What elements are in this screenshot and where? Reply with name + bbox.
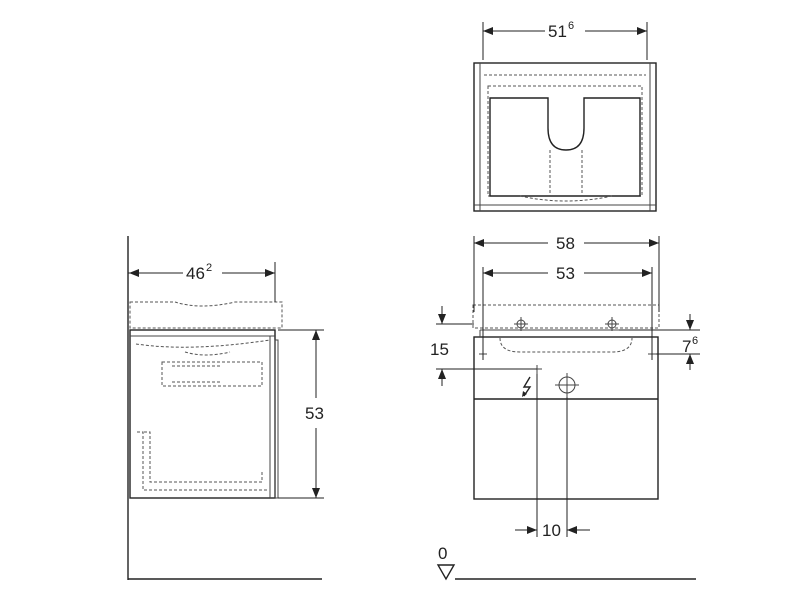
top-view-outline	[473, 62, 657, 212]
side-view	[127, 236, 322, 580]
dim-inner-width-value: 53	[556, 264, 575, 283]
electric-icon	[522, 376, 532, 397]
dim-drain-offset-value: 10	[542, 521, 561, 540]
top-view-basin-cutout	[489, 97, 641, 197]
dim-top-width: 51 6	[482, 20, 648, 60]
water-connection-left	[514, 317, 528, 331]
dim-right-offset-sup: 6	[692, 335, 698, 347]
dim-overall-width-value: 58	[556, 234, 575, 253]
dim-side-depth: 46 2	[128, 262, 276, 302]
dim-top-width-sup: 6	[568, 20, 574, 32]
level-marker-icon	[436, 564, 456, 581]
dim-right-offset: 7 6	[619, 314, 700, 370]
dim-side-height-value: 53	[305, 404, 324, 423]
dim-side-depth-sup: 2	[206, 262, 212, 274]
drain-connection	[555, 373, 579, 397]
dim-side-depth-value: 46	[186, 264, 205, 283]
dim-side-height: 53	[278, 329, 324, 499]
dim-connection-height-value: 15	[430, 340, 449, 359]
front-view	[472, 304, 660, 500]
dim-top-width-value: 51	[548, 22, 567, 41]
dim-inner-width: 53	[482, 264, 653, 360]
side-basin-outline	[129, 301, 283, 329]
dim-connection-height: 15	[430, 306, 537, 386]
top-view	[473, 62, 657, 212]
dim-drain-offset: 10	[515, 374, 590, 540]
front-basin-outline	[472, 304, 660, 329]
front-cabinet	[473, 336, 659, 500]
dim-overall-width: 58	[473, 234, 660, 312]
floor-level-value: 0	[438, 544, 447, 563]
floor-level: 0	[436, 544, 696, 581]
dim-right-offset-value: 7	[682, 337, 691, 356]
water-connection-right	[605, 317, 619, 331]
